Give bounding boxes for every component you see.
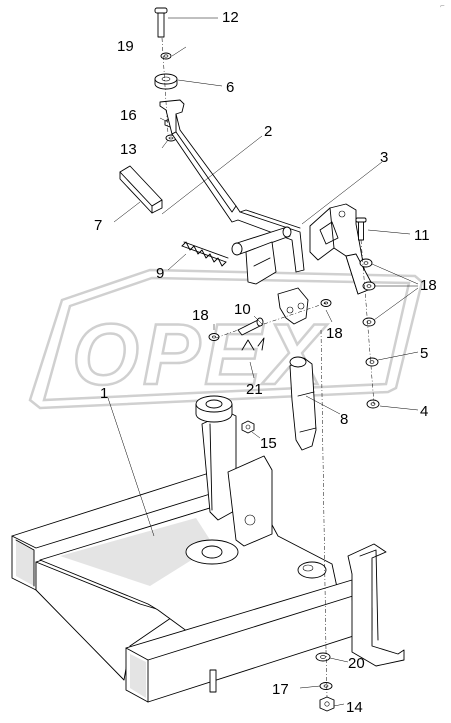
callout-11: 11 [414, 227, 430, 244]
callout-9: 9 [156, 265, 164, 282]
part-4-washer [366, 399, 380, 409]
part-2-cross-tube [231, 226, 292, 256]
callout-18-left: 18 [192, 307, 209, 324]
part-14-nut [319, 696, 335, 712]
part-6-washer [154, 73, 178, 90]
callout-18-mid: 18 [326, 325, 343, 342]
callout-19: 19 [117, 38, 134, 55]
callout-4: 4 [420, 403, 428, 420]
callout-14: 14 [346, 699, 363, 716]
callout-1: 1 [100, 385, 108, 402]
axis-lines [161, 37, 375, 698]
part-7-grip [119, 165, 163, 214]
part-2-lever [159, 99, 305, 273]
corner-mark: ⌐ [440, 3, 445, 10]
callout-10: 10 [234, 301, 251, 318]
lever-bracket [245, 241, 277, 285]
part-1-frame [11, 395, 405, 703]
callout-3: 3 [380, 149, 388, 166]
part-20-washer [315, 652, 331, 662]
part-21-cotter-pin [241, 337, 265, 351]
callout-16: 16 [120, 107, 137, 124]
callout-13: 13 [120, 141, 137, 158]
part-19-lock-washer [160, 52, 172, 60]
watermark-text: OPEX [72, 307, 328, 403]
part-9-spring [181, 241, 229, 267]
callout-20: 20 [348, 655, 365, 672]
callout-18-right: 18 [420, 277, 437, 294]
callouts: 12 19 6 16 2 13 3 7 11 9 18 18 10 18 5 2… [94, 9, 437, 716]
part-8-handle [289, 356, 317, 451]
callout-8: 8 [340, 411, 348, 428]
part-15-nut [241, 420, 255, 434]
leader-lines [107, 17, 419, 707]
callout-12: 12 [222, 9, 239, 26]
part-17-lock-washer [319, 682, 333, 690]
part-12-bolt [154, 7, 168, 38]
callout-17: 17 [272, 681, 289, 698]
part-5-washer [365, 357, 379, 367]
part-18-washer-right-1 [359, 258, 373, 268]
watermark: OPEX [28, 268, 424, 410]
callout-21: 21 [246, 381, 263, 398]
callout-6: 6 [226, 79, 234, 96]
part-18-washer-right-3 [362, 317, 376, 327]
part-18-washer-mid [320, 299, 332, 307]
callout-7: 7 [94, 217, 102, 234]
part-18-washer-left [208, 333, 220, 341]
callout-2: 2 [264, 123, 272, 140]
part-2-fork [277, 287, 309, 325]
callout-5: 5 [420, 345, 428, 362]
callout-15: 15 [260, 435, 277, 452]
